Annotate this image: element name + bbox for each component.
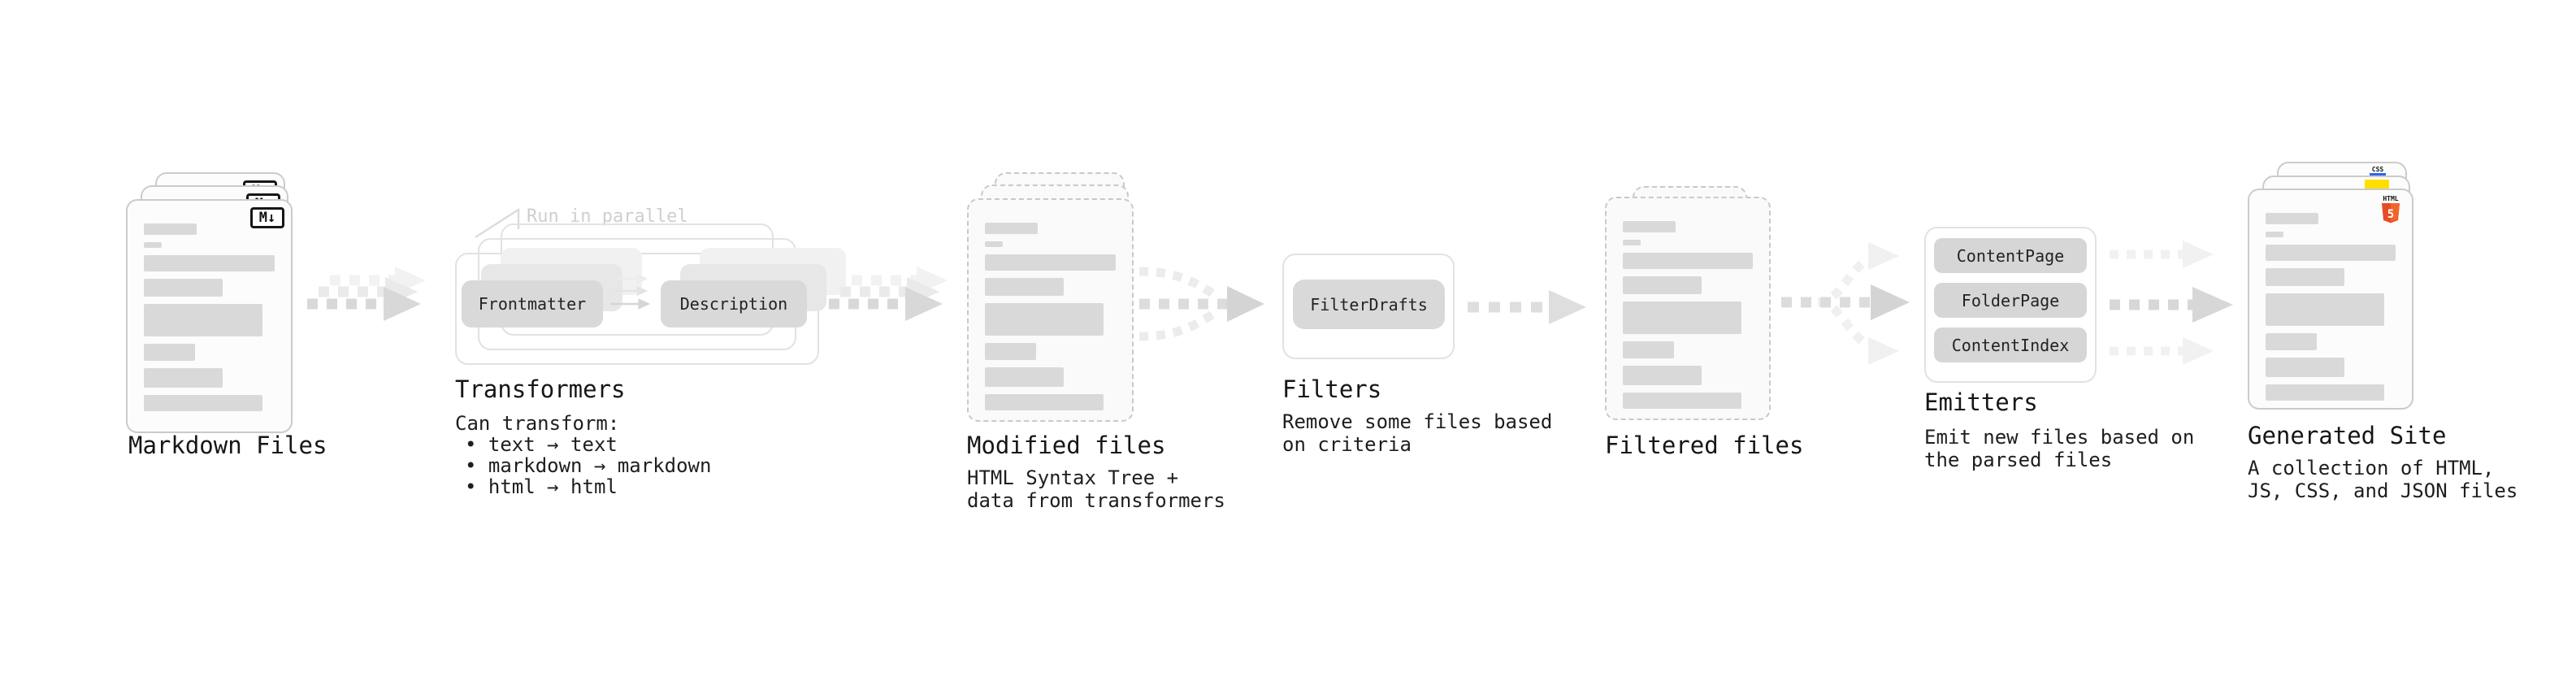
emitters-group-box bbox=[1924, 227, 2097, 383]
markdown-files-stack: M↓ M↓ M↓ bbox=[126, 172, 329, 436]
skeleton-line bbox=[985, 241, 1003, 247]
markdown-files-label: Markdown Files bbox=[128, 432, 327, 459]
filterdrafts-pill: FilterDrafts bbox=[1293, 280, 1445, 329]
skeleton-line bbox=[144, 344, 195, 361]
arrow-filters-to-filtered bbox=[1468, 290, 1586, 324]
skeleton-line bbox=[985, 343, 1036, 360]
transformers-bullet: • markdown → markdown bbox=[465, 454, 712, 477]
transformers-bullet: • html → html bbox=[465, 475, 618, 498]
skeleton-line bbox=[144, 255, 275, 271]
html5-icon: HTML 5 bbox=[2382, 195, 2400, 223]
skeleton-line bbox=[144, 368, 223, 388]
skeleton-line bbox=[144, 242, 162, 248]
folderpage-emitter-pill: FolderPage bbox=[1934, 283, 2087, 318]
contentindex-emitter-pill: ContentIndex bbox=[1934, 327, 2087, 362]
filtered-files-label: Filtered files bbox=[1605, 432, 1804, 459]
skeleton-line bbox=[985, 278, 1064, 296]
modified-files-label: Modified files bbox=[967, 432, 1166, 459]
emitters-title: Emitters bbox=[1924, 388, 2038, 416]
document-skeleton bbox=[985, 223, 1116, 410]
js-file-icon bbox=[2365, 180, 2389, 191]
skeleton-line bbox=[985, 254, 1116, 271]
generated-site-label: Generated Site bbox=[2248, 422, 2447, 449]
skeleton-line bbox=[1623, 366, 1702, 385]
skeleton-line bbox=[1623, 253, 1753, 269]
skeleton-line bbox=[2266, 268, 2344, 286]
skeleton-line bbox=[2266, 213, 2318, 224]
frontmatter-transformer-pill: Frontmatter bbox=[462, 280, 603, 327]
filtered-files-stack bbox=[1605, 186, 1808, 438]
transformers-description: Can transform: • text → text • markdown … bbox=[455, 413, 711, 497]
skeleton-line bbox=[1623, 276, 1702, 294]
skeleton-line bbox=[2266, 384, 2384, 401]
document-skeleton bbox=[1623, 221, 1753, 409]
skeleton-line bbox=[985, 367, 1064, 387]
filters-title: Filters bbox=[1282, 375, 1382, 403]
parallel-flow-arrows-icon bbox=[610, 273, 651, 310]
emitters-description: Emit new files based on the parsed files bbox=[1924, 426, 2195, 471]
transformers-desc-heading: Can transform: bbox=[455, 412, 620, 435]
skeleton-line bbox=[144, 223, 197, 235]
arrow-modified-to-filters-merge bbox=[1138, 267, 1264, 341]
markdown-icon: M↓ bbox=[250, 207, 284, 228]
skeleton-line bbox=[2266, 245, 2396, 261]
document-skeleton bbox=[2266, 213, 2396, 401]
skeleton-line bbox=[2266, 333, 2317, 350]
skeleton-line bbox=[144, 304, 262, 336]
transformers-title: Transformers bbox=[455, 375, 626, 403]
filters-description: Remove some files based on criteria bbox=[1282, 410, 1553, 456]
arrow-markdown-to-transformers bbox=[307, 267, 426, 321]
modified-document-card-front bbox=[967, 198, 1134, 422]
arrow-filtered-to-emitters-split bbox=[1781, 242, 1910, 365]
modified-files-description: HTML Syntax Tree + data from transformer… bbox=[967, 466, 1225, 512]
skeleton-line bbox=[1623, 221, 1676, 232]
generated-site-description: A collection of HTML, JS, CSS, and JSON … bbox=[2248, 457, 2518, 502]
skeleton-line bbox=[144, 395, 262, 411]
skeleton-line bbox=[144, 279, 223, 297]
annotation-leader-line bbox=[475, 207, 520, 239]
svg-text:HTML: HTML bbox=[2383, 195, 2398, 202]
skeleton-line bbox=[2266, 358, 2344, 377]
transformers-bullet: • text → text bbox=[465, 433, 618, 456]
skeleton-line bbox=[985, 303, 1104, 336]
arrow-transformers-to-modified bbox=[829, 267, 948, 321]
modified-files-stack bbox=[967, 172, 1170, 436]
skeleton-line bbox=[2266, 232, 2283, 237]
skeleton-line bbox=[1623, 301, 1741, 334]
filtered-document-card-front bbox=[1605, 197, 1771, 420]
generated-document-card-front: HTML 5 bbox=[2248, 189, 2413, 410]
css-file-icon: CSS bbox=[2370, 166, 2386, 176]
skeleton-line bbox=[1623, 240, 1641, 245]
description-transformer-pill: Description bbox=[661, 280, 807, 327]
skeleton-line bbox=[985, 223, 1038, 234]
contentpage-emitter-pill: ContentPage bbox=[1934, 238, 2087, 273]
markdown-document-card-front: M↓ bbox=[126, 199, 293, 433]
svg-text:5: 5 bbox=[2387, 208, 2394, 221]
skeleton-line bbox=[2266, 293, 2384, 326]
filters-group-box bbox=[1282, 254, 1455, 359]
run-in-parallel-annotation: Run in parallel bbox=[527, 206, 688, 227]
skeleton-line bbox=[985, 394, 1104, 410]
document-skeleton bbox=[144, 223, 275, 411]
arrow-emitters-to-generated bbox=[2110, 241, 2233, 365]
svg-text:CSS: CSS bbox=[2372, 166, 2384, 173]
skeleton-line bbox=[1623, 393, 1741, 409]
skeleton-line bbox=[1623, 341, 1674, 358]
generated-site-stack: CSS HTML 5 bbox=[2248, 162, 2451, 425]
